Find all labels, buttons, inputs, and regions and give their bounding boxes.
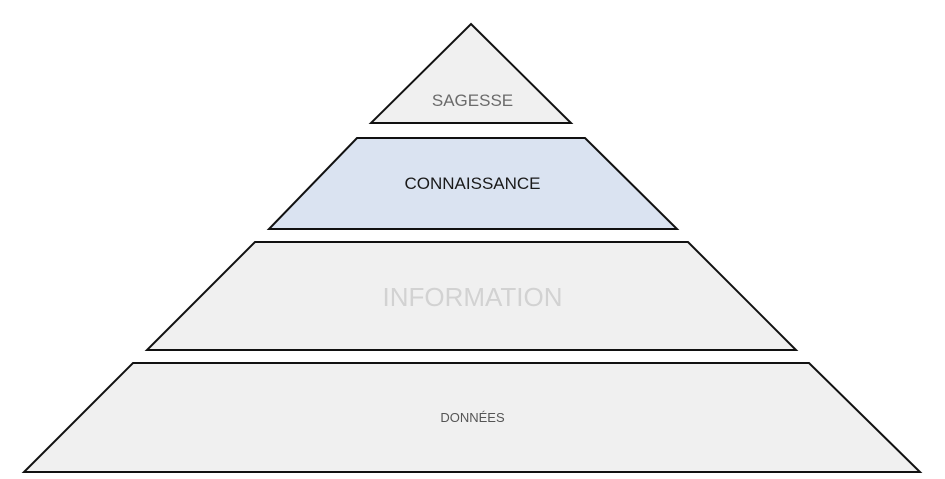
level-donnees-shape bbox=[21, 362, 923, 473]
level-donnees-label: DONNÉES bbox=[440, 410, 505, 425]
level-sagesse-shape bbox=[368, 22, 574, 124]
level-connaissance-label: CONNAISSANCE bbox=[404, 174, 541, 193]
level-connaissance-shape bbox=[266, 137, 680, 230]
level-information-shape bbox=[144, 241, 799, 351]
level-information-label: INFORMATION bbox=[382, 282, 563, 312]
level-sagesse-label: SAGESSE bbox=[431, 91, 514, 110]
